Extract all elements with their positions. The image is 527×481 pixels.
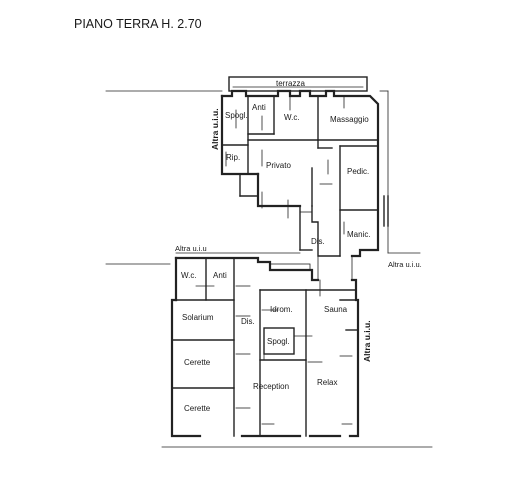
label-privato: Privato — [266, 161, 291, 170]
label-altra-right-vertical: Altra u.i.u. — [362, 320, 372, 362]
room-labels: terrazza Altra u.i.u. Altra u.i.u Altra … — [175, 79, 422, 413]
lower-block-interior — [171, 257, 359, 437]
upper-block-interior — [221, 95, 389, 257]
upper-block-walls — [220, 89, 380, 281]
label-anti-top: Anti — [252, 103, 266, 112]
label-anti-bottom: Anti — [213, 271, 227, 280]
label-cerette-1: Cerette — [184, 358, 211, 367]
lower-block-walls — [170, 256, 360, 438]
label-sauna: Sauna — [324, 305, 348, 314]
label-altra-mid-left: Altra u.i.u — [175, 244, 207, 253]
stair-fixture — [269, 263, 311, 271]
label-relax: Relax — [317, 378, 337, 387]
label-massaggio: Massaggio — [330, 115, 369, 124]
label-terrazza: terrazza — [276, 79, 305, 88]
label-idrom: Idrom. — [270, 305, 293, 314]
label-cerette-2: Cerette — [184, 404, 211, 413]
label-dis-bottom: Dis. — [241, 317, 255, 326]
label-spogl-bottom: Spogl. — [267, 337, 290, 346]
label-solarium: Solarium — [182, 313, 214, 322]
boundary-lines — [105, 90, 433, 448]
label-dis-top: Dis. — [311, 237, 325, 246]
label-altra-left-top: Altra u.i.u. — [210, 108, 220, 150]
terrace — [228, 76, 368, 92]
door-openings — [195, 95, 353, 425]
plan-title: PIANO TERRA H. 2.70 — [74, 17, 202, 31]
label-altra-mid-right: Altra u.i.u. — [388, 260, 422, 269]
label-wc-top: W.c. — [284, 113, 300, 122]
label-rip: Rip. — [226, 153, 240, 162]
label-wc-bottom: W.c. — [181, 271, 197, 280]
label-pedic: Pedic. — [347, 167, 369, 176]
label-reception: Reception — [253, 382, 289, 391]
label-spogl-top: Spogl. — [225, 111, 248, 120]
label-manic: Manic. — [347, 230, 371, 239]
